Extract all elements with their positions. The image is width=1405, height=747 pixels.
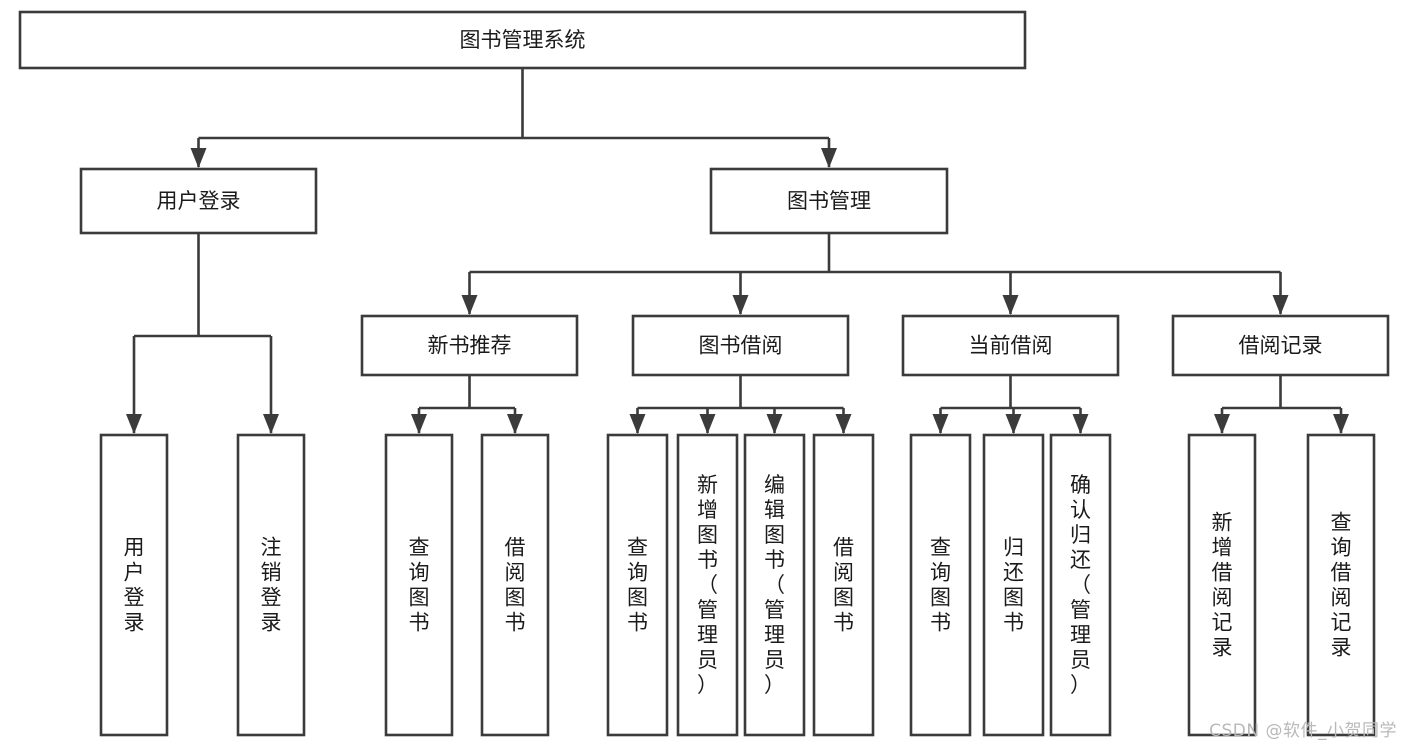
node-label: 图书管理系统 [460, 28, 586, 52]
node-layer: 图书管理系统用户登录图书管理新书推荐图书借阅当前借阅借阅记录用户登录注销登录查询… [18, 10, 1390, 737]
arrow-head-icon [821, 148, 837, 168]
arrow-head-icon [732, 295, 749, 315]
node-leaf-11[interactable]: 新增借阅记录 [1187, 433, 1257, 737]
arrow-head-icon [699, 414, 716, 434]
arrow-head-icon [1272, 295, 1289, 315]
node-leaf-4[interactable]: 查询图书 [606, 433, 669, 737]
node-label: 借阅图书 [833, 536, 854, 635]
node-leaf-12[interactable]: 查询借阅记录 [1306, 433, 1376, 737]
node-leaf-0[interactable]: 用户登录 [99, 433, 169, 737]
connector-layer [126, 68, 1349, 434]
node-level3-3[interactable]: 借阅记录 [1171, 314, 1390, 377]
node-box[interactable] [982, 433, 1045, 737]
arrow-head-icon [126, 414, 142, 434]
arrow-head-icon [835, 414, 852, 434]
node-label: 新增借阅记录 [1212, 511, 1233, 660]
node-box[interactable] [236, 433, 306, 737]
node-label: 新书推荐 [428, 334, 512, 358]
arrow-head-icon [1072, 414, 1089, 434]
node-label: 用户登录 [124, 536, 145, 635]
arrow-head-icon [1005, 414, 1022, 434]
node-leaf-2[interactable]: 查询图书 [384, 433, 454, 737]
node-box[interactable] [901, 314, 1120, 377]
node-leaf-1[interactable]: 注销登录 [236, 433, 306, 737]
node-box[interactable] [79, 167, 318, 235]
node-level3-2[interactable]: 当前借阅 [901, 314, 1120, 377]
node-box[interactable] [606, 433, 669, 737]
node-level3-0[interactable]: 新书推荐 [360, 314, 579, 377]
node-box[interactable] [812, 433, 875, 737]
arrow-head-icon [263, 414, 279, 434]
node-leaf-7[interactable]: 借阅图书 [812, 433, 875, 737]
node-label: 查询借阅记录 [1331, 511, 1352, 660]
node-level3-1[interactable]: 图书借阅 [631, 314, 850, 377]
node-box[interactable] [743, 433, 806, 737]
node-box[interactable] [1049, 433, 1112, 737]
node-box[interactable] [99, 433, 169, 737]
node-leaf-9[interactable]: 归还图书 [982, 433, 1045, 737]
node-leaf-5[interactable]: 新增图书（管理员） [676, 433, 739, 737]
arrow-head-icon [932, 414, 949, 434]
node-leaf-8[interactable]: 查询图书 [909, 433, 972, 737]
node-box[interactable] [1306, 433, 1376, 737]
node-label: 图书借阅 [699, 334, 783, 358]
arrow-head-icon [1002, 295, 1019, 315]
arrow-head-icon [190, 148, 207, 168]
node-box[interactable] [676, 433, 739, 737]
node-box[interactable] [18, 10, 1027, 70]
node-label: 查询图书 [627, 536, 648, 635]
node-label: 归还图书 [1003, 536, 1024, 635]
node-label: 新增图书（管理员） [697, 473, 718, 697]
node-box[interactable] [384, 433, 454, 737]
node-box[interactable] [909, 433, 972, 737]
node-box[interactable] [360, 314, 579, 377]
node-box[interactable] [709, 167, 949, 235]
node-box[interactable] [631, 314, 850, 377]
node-label: 确认归还（管理员） [1070, 473, 1091, 697]
node-label: 图书管理 [787, 189, 871, 213]
arrow-head-icon [629, 414, 646, 434]
node-label: 编辑图书（管理员） [764, 473, 785, 697]
arrow-head-icon [1214, 414, 1230, 434]
arrow-head-icon [461, 295, 478, 315]
node-label: 当前借阅 [969, 334, 1053, 358]
node-leaf-6[interactable]: 编辑图书（管理员） [743, 433, 806, 737]
node-label: 借阅图书 [505, 536, 526, 635]
node-root[interactable]: 图书管理系统 [18, 10, 1027, 70]
node-level2-1[interactable]: 图书管理 [709, 167, 949, 235]
node-level2-0[interactable]: 用户登录 [79, 167, 318, 235]
arrow-head-icon [507, 414, 523, 434]
arrow-head-icon [411, 414, 427, 434]
arrow-head-icon [766, 414, 783, 434]
node-box[interactable] [1187, 433, 1257, 737]
arrow-head-icon [1333, 414, 1349, 434]
node-label: 用户登录 [157, 189, 241, 213]
node-label: 查询图书 [409, 536, 430, 635]
node-label: 借阅记录 [1239, 334, 1323, 358]
node-label: 查询图书 [930, 536, 951, 635]
node-label: 注销登录 [261, 536, 282, 635]
node-leaf-10[interactable]: 确认归还（管理员） [1049, 433, 1112, 737]
node-box[interactable] [480, 433, 550, 737]
node-leaf-3[interactable]: 借阅图书 [480, 433, 550, 737]
watermark-label: CSDN @软件_小贺同学 [1209, 721, 1397, 741]
node-box[interactable] [1171, 314, 1390, 377]
